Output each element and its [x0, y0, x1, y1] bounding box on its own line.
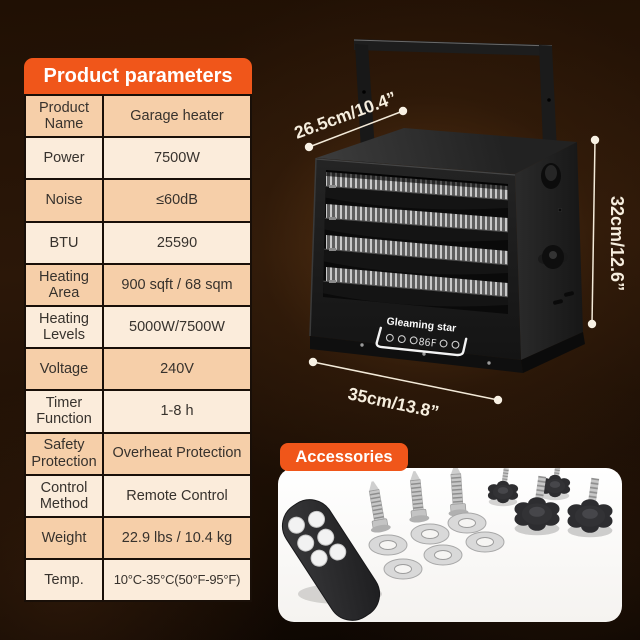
param-label: Power — [24, 136, 104, 181]
washer-icon — [410, 523, 450, 545]
param-label: Product Name — [24, 93, 104, 139]
heater-body: Gleaming star 86F — [309, 128, 585, 373]
washer-icon — [447, 512, 487, 534]
param-label: Timer Function — [24, 389, 104, 434]
remote-control-icon — [281, 499, 381, 621]
param-label: Heating Levels — [24, 304, 104, 350]
dimension-bottom-label: 35cm/13.8” — [346, 383, 441, 422]
dimension-side-label: 32cm/12.6” — [607, 196, 627, 291]
param-value: 900 sqft / 68 sqm — [102, 262, 252, 307]
control-panel: Gleaming star 86F — [375, 315, 468, 357]
param-label: Weight — [24, 515, 104, 561]
thermostat-knob-icon — [538, 163, 574, 305]
dimension-line-side — [587, 135, 600, 329]
washer-icon — [383, 558, 423, 580]
screw-icon — [448, 468, 469, 517]
dimension-callouts — [304, 106, 600, 405]
table-row: Noise≤60dB — [24, 178, 252, 223]
param-value: 5000W/7500W — [102, 304, 252, 350]
param-label: Heating Area — [24, 262, 104, 307]
param-value: Garage heater — [102, 93, 252, 139]
heater-top-face — [316, 128, 577, 174]
param-label: BTU — [24, 220, 104, 265]
param-value: 25590 — [102, 220, 252, 265]
accessories-art — [281, 468, 613, 621]
heater-side-face — [515, 142, 583, 360]
table-row: Temp.10°C-35°C(50°F-95°F) — [24, 558, 252, 603]
accessories-header: Accessories — [280, 443, 408, 471]
dimension-top-label: 26.5cm/10.4” — [292, 87, 399, 142]
heater-front-face — [310, 158, 521, 360]
param-value: 10°C-35°C(50°F-95°F) — [102, 558, 252, 603]
washer-icon — [423, 544, 463, 566]
param-value: Overheat Protection — [102, 431, 252, 476]
screw-icon — [409, 471, 430, 523]
param-label: Control Method — [24, 473, 104, 518]
heating-elements — [323, 170, 508, 307]
star-knob-icon — [514, 475, 560, 536]
temperature-display: 86F — [418, 337, 437, 350]
param-value: 7500W — [102, 136, 252, 181]
mounting-bracket-icon — [353, 39, 559, 196]
accessories-panel: Accessories — [278, 443, 622, 622]
star-knob-icon — [487, 468, 519, 507]
param-value: 240V — [102, 347, 252, 392]
dimension-line-top — [304, 106, 408, 152]
washer-icon — [368, 534, 408, 556]
brand-text: Gleaming star — [386, 315, 457, 334]
washer-icon — [465, 531, 505, 553]
param-label: Noise — [24, 178, 104, 223]
star-knob-icon — [567, 477, 613, 538]
param-label: Temp. — [24, 558, 104, 603]
product-parameters-header: Product parameters — [24, 58, 252, 94]
param-value: 1-8 h — [102, 389, 252, 434]
param-value: 22.9 lbs / 10.4 kg — [102, 515, 252, 561]
param-value: Remote Control — [102, 473, 252, 518]
screw-icon — [368, 481, 391, 533]
param-label: Safety Protection — [24, 431, 104, 476]
param-label: Voltage — [24, 347, 104, 392]
heater-grille — [323, 170, 508, 314]
dimension-line-bottom — [308, 357, 503, 405]
param-value: ≤60dB — [102, 178, 252, 223]
